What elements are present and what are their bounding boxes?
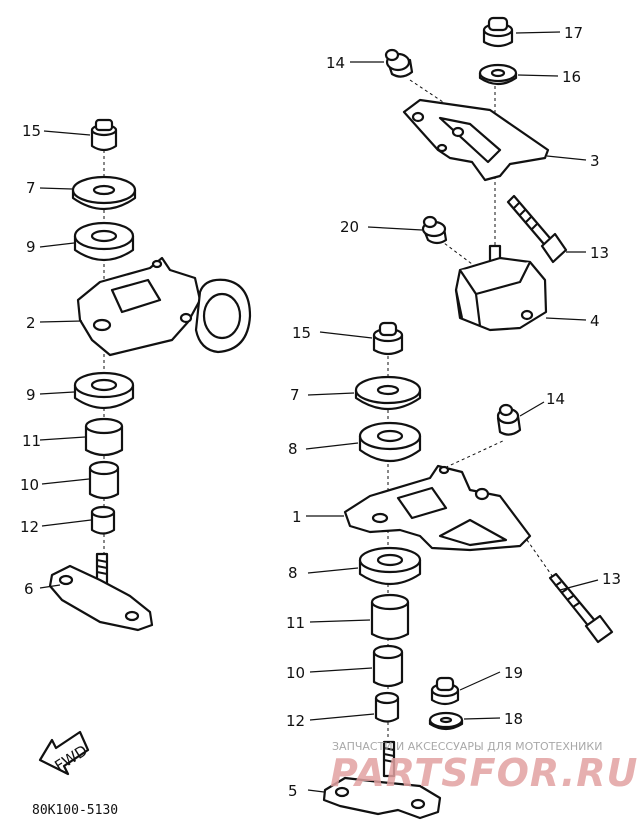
part-10-collar-right — [372, 644, 404, 688]
part-13-bolt-lower — [548, 572, 614, 644]
part-2-bracket-left — [76, 256, 252, 357]
drawing-code: 80K100-5130 — [32, 803, 118, 818]
callout-9-left-upper: 9 — [26, 238, 36, 256]
callout-10-left: 10 — [20, 476, 39, 494]
callout-19: 19 — [504, 664, 523, 682]
part-12-spacer-right — [374, 691, 400, 723]
part-4-rubber-mount — [454, 244, 548, 332]
part-19-cap-nut — [430, 676, 460, 706]
part-10-collar-left — [88, 460, 120, 500]
fwd-arrow-icon: FWD — [38, 730, 91, 775]
callout-20: 20 — [340, 218, 359, 236]
callout-12-right: 12 — [286, 712, 305, 730]
part-8-rubber-bushing-upper — [358, 421, 422, 462]
part-7-washer-left — [71, 175, 137, 210]
callout-labels: 15 7 9 2 9 11 10 12 6 17 14 16 3 20 13 4… — [20, 24, 621, 800]
callout-7-left: 7 — [26, 179, 36, 197]
part-5-base-plate — [322, 740, 442, 820]
callout-1: 1 — [292, 508, 302, 526]
callout-8-upper: 8 — [288, 440, 298, 458]
callout-3: 3 — [590, 152, 600, 170]
part-9-rubber-bushing-left-upper — [73, 221, 135, 261]
part-14-cap-nut-upper — [384, 48, 414, 78]
callout-11-left: 11 — [22, 432, 41, 450]
part-15-cap-nut-right — [372, 321, 404, 356]
part-16-washer — [478, 63, 518, 86]
watermark: ЗАПЧАСТИ И АКСЕССУАРЫ ДЛЯ МОТОТЕХНИКИ PA… — [330, 740, 638, 795]
callout-9-left-lower: 9 — [26, 386, 36, 404]
part-7-washer-right — [354, 375, 422, 410]
part-15-cap-nut-left — [90, 118, 118, 152]
callout-15-left: 15 — [22, 122, 41, 140]
leader-lines — [39, 31, 599, 793]
callout-13-lower: 13 — [602, 570, 621, 588]
part-14-cap-nut-lower — [496, 403, 522, 436]
part-6-base-plate-left — [48, 552, 154, 632]
part-8-rubber-bushing-lower — [358, 546, 422, 585]
callout-11-right: 11 — [286, 614, 305, 632]
part-13-bolt-upper — [506, 194, 568, 264]
callout-7-right: 7 — [290, 386, 300, 404]
part-18-washer — [428, 711, 464, 731]
callout-14-lower: 14 — [546, 390, 565, 408]
callout-8-lower: 8 — [288, 564, 298, 582]
callout-14-upper: 14 — [326, 54, 345, 72]
callout-5: 5 — [288, 782, 298, 800]
part-9-rubber-bushing-left-lower — [73, 371, 135, 409]
callout-6: 6 — [24, 580, 34, 598]
callout-10-right: 10 — [286, 664, 305, 682]
part-20-cap-nut — [421, 215, 448, 245]
part-3-upper-bracket — [402, 98, 550, 182]
callout-16: 16 — [562, 68, 581, 86]
callout-15-right: 15 — [292, 324, 311, 342]
callout-18: 18 — [504, 710, 523, 728]
part-11-collar-right — [370, 593, 410, 641]
part-1-main-bracket — [343, 464, 532, 552]
callout-2: 2 — [26, 314, 36, 332]
callout-13-upper: 13 — [590, 244, 609, 262]
callout-17: 17 — [564, 24, 583, 42]
callout-12-left: 12 — [20, 518, 39, 536]
part-17-cap-nut — [482, 16, 514, 48]
part-11-collar-left — [84, 417, 124, 457]
watermark-tagline: ЗАПЧАСТИ И АКСЕССУАРЫ ДЛЯ МОТОТЕХНИКИ — [332, 740, 602, 753]
part-12-spacer-left — [90, 505, 116, 535]
callout-4: 4 — [590, 312, 600, 330]
watermark-logo: PARTSFOR.RU — [330, 751, 638, 795]
